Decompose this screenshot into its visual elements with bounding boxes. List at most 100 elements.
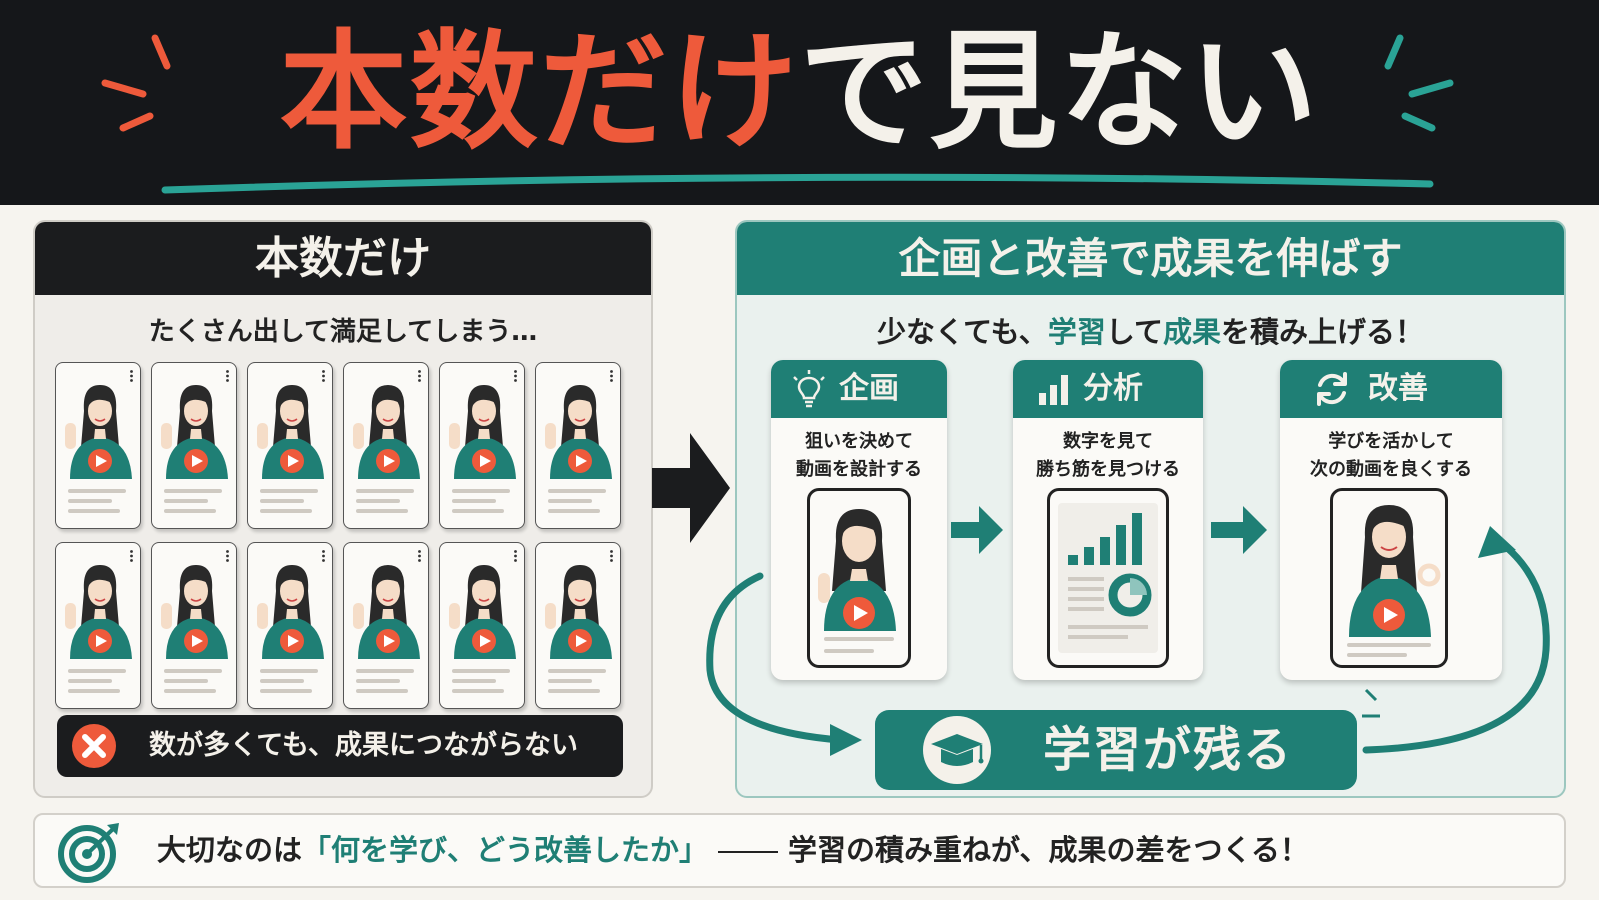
- footer-text-lead: 大切なのは: [157, 833, 303, 867]
- step-plan: 企画 狙いを決めて 動画を設計する: [771, 360, 947, 680]
- card-text-line: [68, 489, 126, 493]
- more-options-icon[interactable]: [418, 370, 421, 382]
- title-highlight: 本数だけ: [279, 18, 800, 167]
- card-text-line: [260, 499, 304, 503]
- video-card[interactable]: [55, 542, 141, 709]
- person-waving-illustration: [65, 385, 132, 479]
- card-text-line: [548, 489, 606, 493]
- person-waving-illustration: [257, 565, 324, 659]
- card-text-line: [548, 499, 592, 503]
- card-text-line: [548, 689, 600, 693]
- card-text-line: [452, 679, 496, 683]
- step-analyze-header: 分析: [1013, 360, 1203, 418]
- more-options-icon[interactable]: [514, 370, 517, 382]
- person-ok-illustration: [1349, 505, 1441, 637]
- phone-plan: [807, 488, 911, 668]
- card-text-line: [164, 679, 208, 683]
- phone-text-line: [1347, 643, 1431, 647]
- arrow-right-icon: [951, 506, 1003, 554]
- more-options-icon[interactable]: [610, 370, 613, 382]
- video-card[interactable]: [247, 542, 333, 709]
- video-card[interactable]: [247, 362, 333, 529]
- loop-arrow-left-icon: [706, 572, 862, 756]
- more-options-icon[interactable]: [226, 550, 229, 562]
- person-pointing-illustration: [818, 509, 896, 631]
- card-text-line: [68, 499, 112, 503]
- more-options-icon[interactable]: [130, 550, 133, 562]
- video-card[interactable]: [343, 362, 429, 529]
- card-text-line: [452, 489, 510, 493]
- refresh-icon: [1317, 372, 1347, 406]
- step-improve-desc-line2: 次の動画を良くする: [1310, 459, 1472, 480]
- person-waving-illustration: [449, 565, 516, 659]
- more-options-icon[interactable]: [226, 370, 229, 382]
- step-analyze: 分析 数字を見て 勝ち筋を見つける: [1013, 360, 1203, 680]
- step-plan-desc-line2: 動画を設計する: [796, 459, 922, 480]
- step-improve-label: 改善: [1368, 371, 1428, 406]
- phone-improve: [1330, 488, 1448, 668]
- more-options-icon[interactable]: [322, 370, 325, 382]
- card-text-line: [548, 679, 592, 683]
- footer-text: 大切なのは「何を学び、どう改善したか」学習の積み重ねが、成果の差をつくる！: [157, 815, 1309, 886]
- phone-analyze: [1047, 488, 1169, 668]
- more-options-icon[interactable]: [418, 550, 421, 562]
- person-waving-illustration: [257, 385, 324, 479]
- step-plan-desc-line1: 狙いを決めて: [805, 431, 913, 452]
- subheading-learning: 学習: [1047, 315, 1106, 349]
- video-card[interactable]: [151, 362, 237, 529]
- target-icon: [58, 823, 119, 883]
- step-plan-header: 企画: [771, 360, 947, 418]
- warning-text: 数が多くても、成果につながらない: [149, 730, 579, 761]
- left-panel-heading: 本数だけ: [35, 222, 651, 295]
- step-analyze-desc-line2: 勝ち筋を見つける: [1036, 459, 1180, 480]
- card-text-line: [68, 689, 120, 693]
- card-text-line: [68, 669, 126, 673]
- more-options-icon[interactable]: [130, 370, 133, 382]
- person-waving-illustration: [545, 565, 612, 659]
- more-options-icon[interactable]: [610, 550, 613, 562]
- card-text-line: [260, 489, 318, 493]
- video-card[interactable]: [439, 362, 525, 529]
- x-circle-icon: [72, 724, 116, 768]
- page-title: 本数だけで見ない: [0, 18, 1599, 168]
- arrow-right-icon: [1211, 506, 1267, 554]
- card-text-line: [356, 489, 414, 493]
- subheading-part3: して: [1105, 315, 1163, 349]
- card-text-line: [452, 509, 504, 513]
- more-options-icon[interactable]: [322, 550, 325, 562]
- footer-message: 大切なのは「何を学び、どう改善したか」学習の積み重ねが、成果の差をつくる！: [33, 813, 1566, 888]
- card-text-line: [164, 499, 208, 503]
- quantity-only-panel: 本数だけ たくさん出して満足してしまう… 数が多くても、成果につながらない: [33, 220, 653, 798]
- bar-chart-icon: [1039, 375, 1068, 405]
- subheading-results: 成果: [1162, 315, 1221, 349]
- video-card[interactable]: [55, 362, 141, 529]
- step-analyze-label: 分析: [1083, 371, 1143, 406]
- person-waving-illustration: [161, 565, 228, 659]
- step-improve-header: 改善: [1280, 360, 1502, 418]
- step-improve: 改善 学びを活かして 次の動画を良くする: [1280, 360, 1502, 680]
- right-panel-subheading: 少なくても、学習して成果を積み上げる！: [737, 309, 1564, 351]
- header-banner: 本数だけで見ない: [0, 0, 1599, 205]
- subheading-part5: を積み上げる！: [1220, 315, 1424, 349]
- person-waving-illustration: [65, 565, 132, 659]
- learning-remains-bar: 学習が残る: [875, 710, 1357, 790]
- card-text-line: [356, 679, 400, 683]
- video-card[interactable]: [535, 362, 621, 529]
- video-card[interactable]: [439, 542, 525, 709]
- more-options-icon[interactable]: [514, 550, 517, 562]
- card-text-line: [164, 689, 216, 693]
- card-text-line: [164, 509, 216, 513]
- lightbulb-icon: [793, 370, 825, 408]
- person-waving-illustration: [353, 565, 420, 659]
- loop-arrow-right-icon: [1362, 526, 1550, 754]
- person-waving-illustration: [161, 385, 228, 479]
- video-card[interactable]: [151, 542, 237, 709]
- card-text-line: [356, 689, 408, 693]
- left-panel-subheading: たくさん出して満足してしまう…: [148, 317, 538, 347]
- phone-text-line: [824, 649, 874, 653]
- title-underline: [161, 173, 1434, 194]
- video-card[interactable]: [535, 542, 621, 709]
- card-text-line: [356, 509, 408, 513]
- video-card[interactable]: [343, 542, 429, 709]
- phone-text-line: [824, 637, 894, 641]
